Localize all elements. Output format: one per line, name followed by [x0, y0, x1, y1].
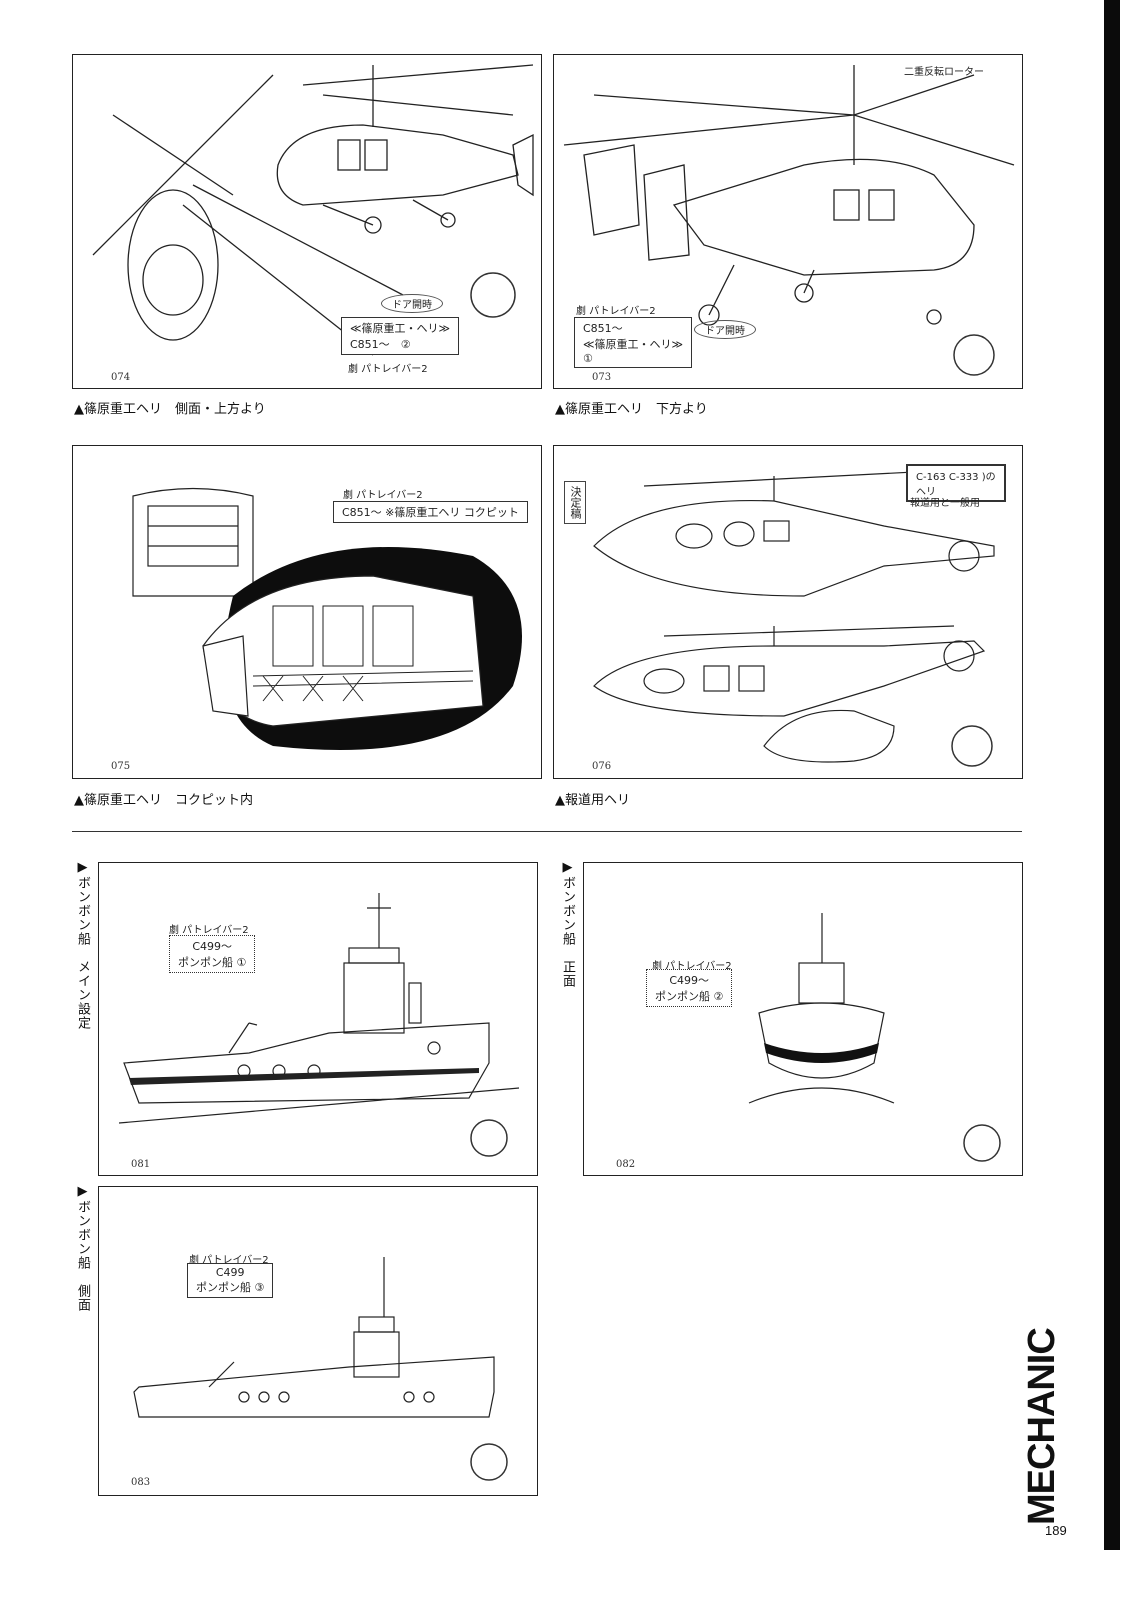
page-number: 189	[1045, 1523, 1067, 1538]
caption-076: ▲報道用ヘリ	[555, 793, 630, 808]
artwork-panel-083: 劇 パトレイバー2 C499 ポンポン船 ③ 083	[98, 1186, 538, 1496]
cut-number: C851～	[350, 338, 390, 351]
artwork-panel-075: 劇 パトレイバー2 C851～ ※篠原重工ヘリ コクピット 075	[72, 445, 542, 779]
annotation-title: ≪篠原重工・ヘリ≫	[350, 322, 451, 335]
cut-number: C851～	[583, 322, 623, 335]
section-divider	[72, 831, 1022, 832]
credit-note: 劇 パトレイバー2	[343, 490, 423, 501]
annotation-box: C851～ ≪篠原重工・ヘリ≫ ①	[574, 317, 693, 368]
panel-number: 081	[131, 1159, 151, 1170]
panel-number: 082	[616, 1159, 636, 1170]
cockpit-interior-sketch	[132, 487, 522, 750]
annotation-box: C851～ ※篠原重工ヘリ コクピット	[333, 501, 528, 523]
sheet-number: ②	[400, 338, 411, 351]
credit-note: 劇 パトレイバー2	[169, 925, 249, 936]
annotation-title: ポンポン船 ③	[196, 1281, 265, 1294]
artwork-panel-081: 劇 パトレイバー2 C499～ ポンポン船 ① 081	[98, 862, 538, 1176]
caption-073: ▲篠原重工ヘリ 下方より	[555, 402, 708, 417]
artwork-panel-074: ドア開時 ≪篠原重工・ヘリ≫ C851～ ② 劇 パトレイバー2 074	[72, 54, 542, 389]
credit-note: 劇 パトレイバー2	[348, 364, 428, 375]
helicopter-sketch-below	[563, 65, 1015, 376]
panel-number: 074	[111, 372, 131, 383]
annotation-box: C499 ポンポン船 ③	[187, 1263, 274, 1298]
cut-number: C499～	[669, 974, 710, 987]
panel-number: 073	[592, 372, 612, 383]
panel-number: 075	[111, 761, 131, 772]
credit-note: 劇 パトレイバー2	[576, 306, 656, 317]
artwork-panel-082: 劇 パトレイバー2 C499～ ポンポン船 ② 082	[583, 862, 1023, 1176]
rotor-note: 二重反転ローター	[904, 67, 984, 78]
cut-number: C499	[215, 1266, 245, 1279]
caption-081: ▶ボンボン船 メイン設定	[75, 860, 90, 1030]
annotation-box: ≪篠原重工・ヘリ≫ C851～ ②	[341, 317, 460, 355]
cut-number: C499～	[192, 940, 233, 953]
credit-note: 劇 パトレイバー2	[652, 961, 732, 972]
annotation-title: ポンポン船 ①	[178, 956, 247, 969]
annotation-box: C-163 C-333 )のヘリ	[906, 464, 1006, 502]
annotation-title: ≪篠原重工・ヘリ≫	[583, 338, 684, 351]
artwork-panel-073: 二重反転ローター ドア開時 劇 パトレイバー2 C851～ ≪篠原重工・ヘリ≫ …	[553, 54, 1023, 389]
annotation-box: C499～ ポンポン船 ①	[169, 935, 256, 973]
section-accent-bar	[1104, 0, 1120, 1550]
news-helicopter-sketch	[593, 470, 995, 767]
helicopter-sketch-side-top	[92, 64, 534, 356]
annotation-sub: 報道用と一般用	[910, 498, 980, 509]
annotation-title: ポンポン船 ②	[655, 990, 724, 1003]
boat-side-sketch	[133, 1257, 508, 1481]
panel-number: 076	[592, 761, 612, 772]
caption-083: ▶ボンボン船 側面	[75, 1184, 90, 1312]
caption-074: ▲篠原重工ヘリ 側面・上方より	[74, 402, 266, 417]
credit-note: 劇 パトレイバー2	[189, 1255, 269, 1266]
door-open-tag: ドア開時	[694, 320, 756, 339]
sheet-number: ①	[583, 352, 593, 365]
caption-075: ▲篠原重工ヘリ コクピット内	[74, 793, 253, 808]
final-draft-stamp: 決定稿	[564, 481, 586, 524]
section-title: MECHANIC	[1021, 1328, 1063, 1525]
caption-082: ▶ボンボン船 正面	[560, 860, 575, 988]
artwork-panel-076: 決定稿 C-163 C-333 )のヘリ 報道用と一般用 076	[553, 445, 1023, 779]
door-open-tag: ドア開時	[381, 294, 443, 313]
boat-front-sketch	[748, 913, 1001, 1162]
annotation-box: C499～ ポンポン船 ②	[646, 969, 733, 1007]
boat-main-sketch	[118, 893, 520, 1157]
panel-number: 083	[131, 1477, 151, 1488]
